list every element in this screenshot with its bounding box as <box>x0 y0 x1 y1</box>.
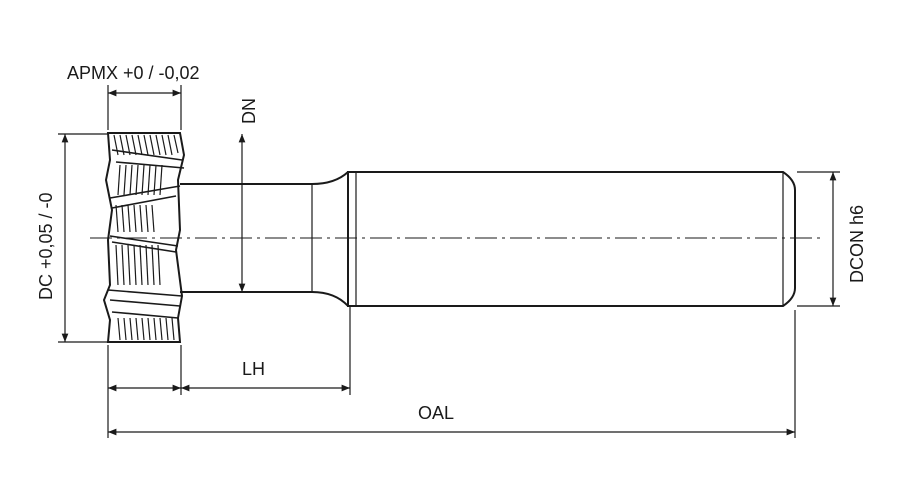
lh-dimension <box>107 306 351 438</box>
apmx-label: APMX +0 / -0,02 <box>67 63 200 83</box>
oal-label: OAL <box>418 403 454 423</box>
neck <box>180 171 349 307</box>
dcon-label: DCON h6 <box>847 205 867 283</box>
shank <box>347 171 796 307</box>
dn-label: DN <box>239 98 259 124</box>
lh-label: LH <box>242 359 265 379</box>
cutter-head <box>102 132 186 343</box>
dc-dimension <box>58 133 108 343</box>
apmx-dimension <box>107 85 182 130</box>
dcon-dimension <box>797 171 840 307</box>
oal-dimension <box>108 310 796 438</box>
dc-label: DC +0,05 / -0 <box>36 192 56 300</box>
